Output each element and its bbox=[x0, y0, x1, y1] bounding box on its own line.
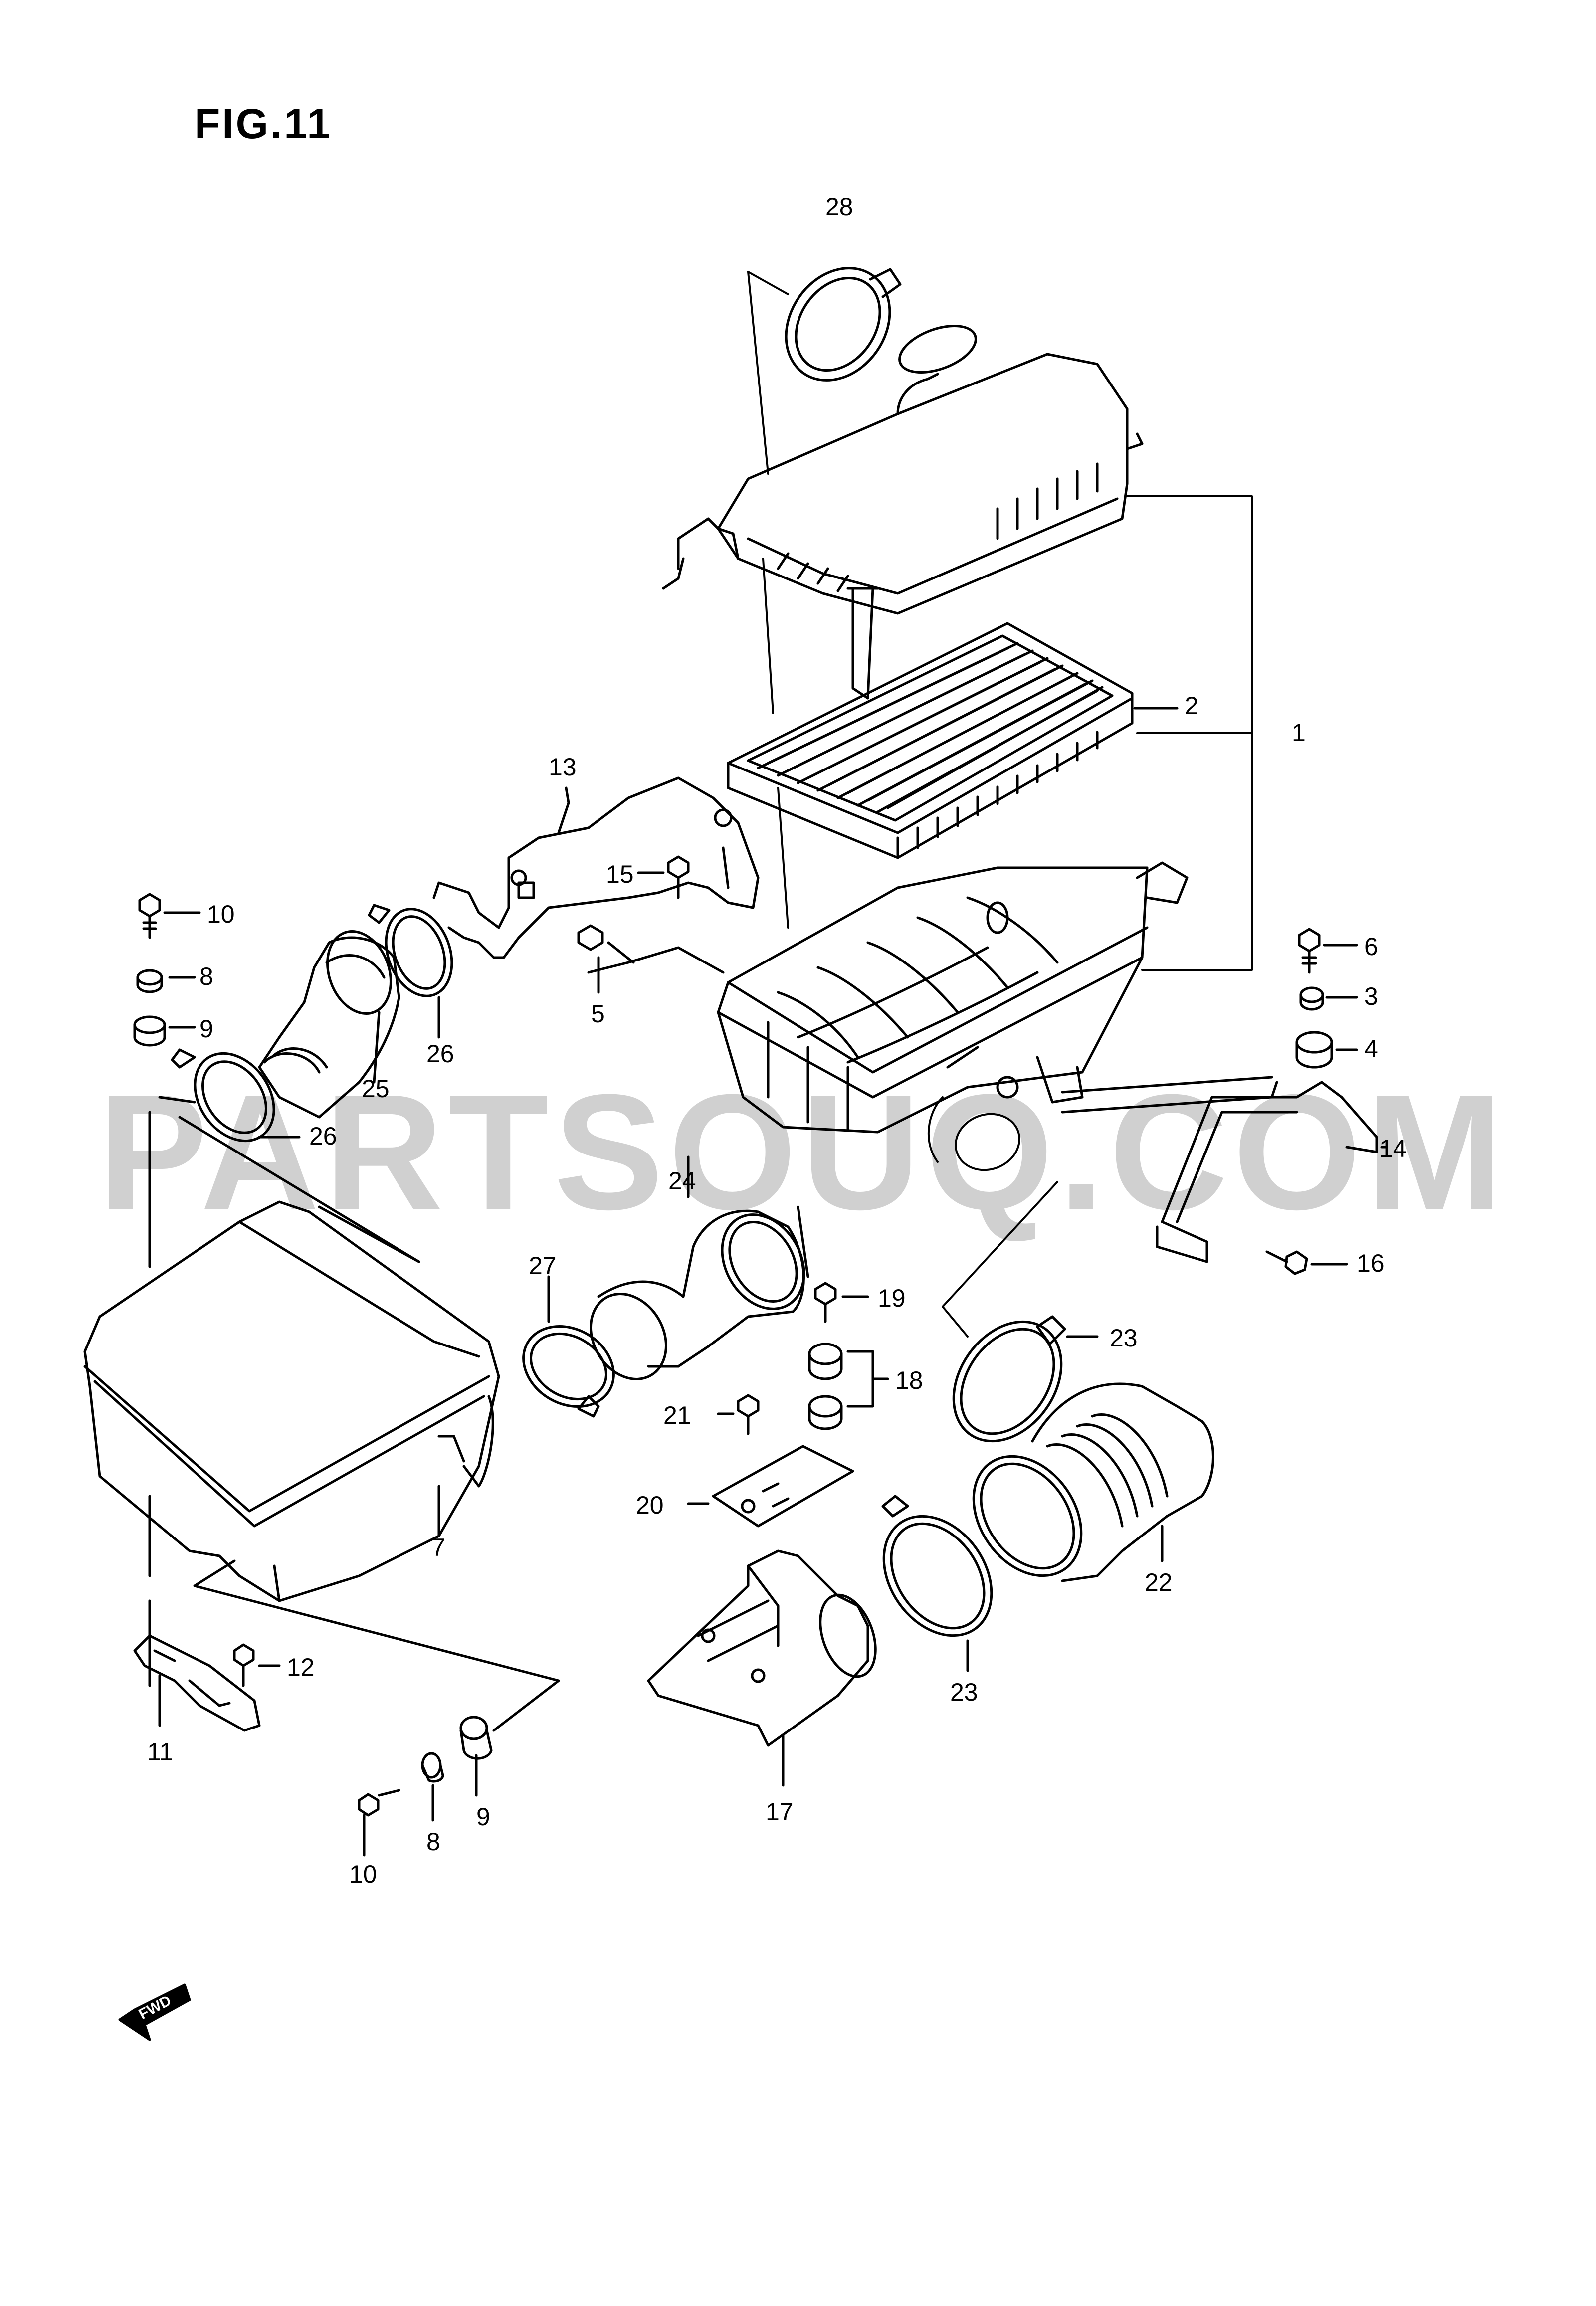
part-12-bolt bbox=[233, 1643, 281, 1687]
callout-22: 22 bbox=[1145, 1568, 1173, 1596]
callout-8-upper: 8 bbox=[200, 962, 213, 990]
part-28-clamp-ring bbox=[785, 267, 902, 382]
callout-20: 20 bbox=[636, 1491, 664, 1519]
part-9-cushion-upper bbox=[133, 1015, 196, 1047]
part-4-cushion bbox=[1295, 1031, 1358, 1069]
part-21-bolt bbox=[717, 1394, 760, 1435]
part-8-collar-lower bbox=[421, 1752, 444, 1822]
callout-21: 21 bbox=[663, 1401, 691, 1429]
callout-25: 25 bbox=[362, 1075, 390, 1103]
part-7-resonator bbox=[83, 1096, 560, 1732]
part-15-bolt bbox=[637, 855, 690, 899]
callout-19: 19 bbox=[878, 1284, 906, 1312]
callout-26-upper: 26 bbox=[426, 1040, 454, 1068]
callout-23-lower: 23 bbox=[950, 1678, 978, 1706]
assembly-lines bbox=[747, 271, 1253, 971]
callout-2: 2 bbox=[1185, 692, 1198, 720]
callout-6: 6 bbox=[1364, 933, 1378, 961]
part-27-clamp bbox=[522, 1275, 615, 1418]
callout-10-upper: 10 bbox=[207, 900, 235, 928]
callout-18: 18 bbox=[895, 1366, 923, 1394]
callouts: 28 1 2 13 15 5 6 3 4 14 16 10 8 9 26 25 … bbox=[147, 193, 1407, 1888]
callout-8-lower: 8 bbox=[426, 1828, 440, 1856]
callout-24: 24 bbox=[668, 1167, 696, 1195]
callout-15: 15 bbox=[606, 860, 634, 888]
callout-9-upper: 9 bbox=[200, 1015, 213, 1043]
part-14-bracket bbox=[1061, 1076, 1388, 1263]
part-16-bolt bbox=[1265, 1250, 1348, 1275]
callout-16: 16 bbox=[1357, 1249, 1385, 1277]
part-26-clamp-upper bbox=[368, 904, 453, 1039]
part-11-bracket bbox=[133, 1634, 261, 1732]
part-1-air-cleaner-lid bbox=[662, 325, 1144, 700]
part-6-bolt bbox=[1298, 928, 1358, 974]
part-19-bolt bbox=[814, 1282, 869, 1323]
part-10-bolt-upper bbox=[138, 893, 201, 939]
part-13-bracket bbox=[432, 776, 760, 974]
part-20-bracket bbox=[687, 1445, 854, 1528]
callout-14: 14 bbox=[1379, 1135, 1407, 1162]
part-9-cushion-lower bbox=[459, 1716, 493, 1797]
part-10-bolt-lower bbox=[358, 1789, 400, 1857]
callout-17: 17 bbox=[766, 1798, 794, 1826]
part-26-clamp-lower bbox=[171, 1048, 301, 1143]
callout-7: 7 bbox=[431, 1534, 445, 1561]
callout-23-upper: 23 bbox=[1110, 1324, 1138, 1352]
callout-9-lower: 9 bbox=[476, 1803, 490, 1831]
part-5-nut bbox=[577, 924, 635, 994]
part-23-clamp-lower bbox=[881, 1495, 993, 1672]
callout-27: 27 bbox=[529, 1252, 557, 1280]
part-3-grommet bbox=[1299, 986, 1358, 1011]
part-18-cushion-set bbox=[808, 1343, 889, 1430]
callout-10-lower: 10 bbox=[349, 1860, 377, 1888]
callout-5: 5 bbox=[591, 1000, 605, 1028]
part-17-duct bbox=[647, 1549, 877, 1787]
callout-28: 28 bbox=[825, 193, 853, 221]
part-23-clamp-upper bbox=[952, 1315, 1099, 1443]
callout-11: 11 bbox=[147, 1738, 173, 1766]
callout-4: 4 bbox=[1364, 1035, 1378, 1063]
figure-title: FIG.11 bbox=[195, 100, 333, 147]
part-2-filter-element bbox=[727, 622, 1179, 859]
callout-3: 3 bbox=[1364, 982, 1378, 1010]
callout-26-lower: 26 bbox=[309, 1122, 337, 1150]
callout-12: 12 bbox=[287, 1653, 315, 1681]
part-1-air-cleaner-case bbox=[717, 861, 1189, 1134]
callout-1: 1 bbox=[1292, 719, 1306, 747]
callout-13: 13 bbox=[549, 753, 577, 781]
part-8-collar-upper bbox=[136, 969, 196, 993]
forward-direction-marker: FWD bbox=[118, 1983, 191, 2041]
part-24-hose bbox=[590, 1155, 809, 1380]
part-25-intake-hose bbox=[258, 930, 400, 1119]
part-22-hose bbox=[972, 1382, 1214, 1582]
connecting-lines bbox=[927, 1096, 1058, 1338]
